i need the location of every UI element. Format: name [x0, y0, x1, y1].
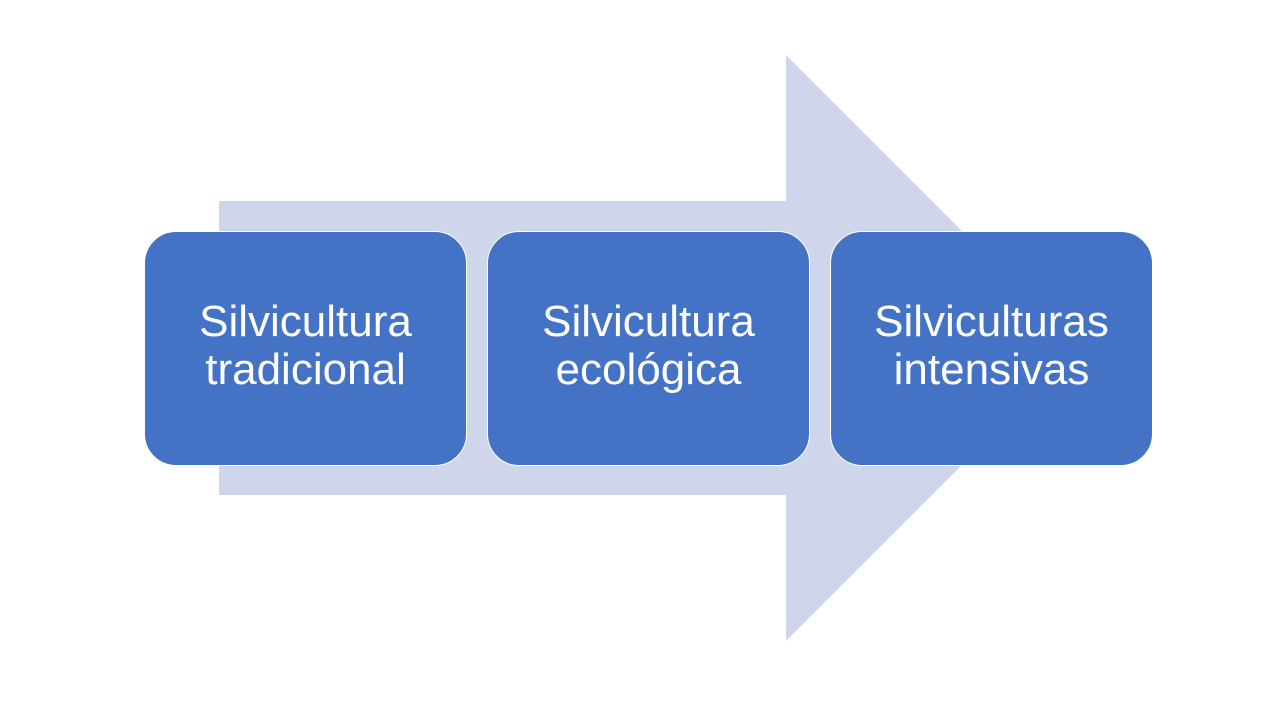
step-label-line2: tradicional — [205, 344, 406, 394]
step-label-line1: Silvicultura — [542, 296, 755, 346]
step-box-traditional-silviculture: Silvicultura tradicional — [144, 231, 467, 466]
step-label: Silvicultura tradicional — [199, 297, 412, 397]
step-box-intensive-silvicultures: Silviculturas intensivas — [830, 231, 1153, 466]
step-label-line2: ecológica — [555, 344, 742, 394]
step-label: Silvicultura ecológica — [542, 297, 755, 397]
step-label: Silviculturas intensivas — [874, 297, 1109, 397]
step-label-line1: Silviculturas — [874, 296, 1109, 346]
step-box-ecological-silviculture: Silvicultura ecológica — [487, 231, 810, 466]
step-label-line2: intensivas — [893, 344, 1090, 394]
step-label-line1: Silvicultura — [199, 296, 412, 346]
